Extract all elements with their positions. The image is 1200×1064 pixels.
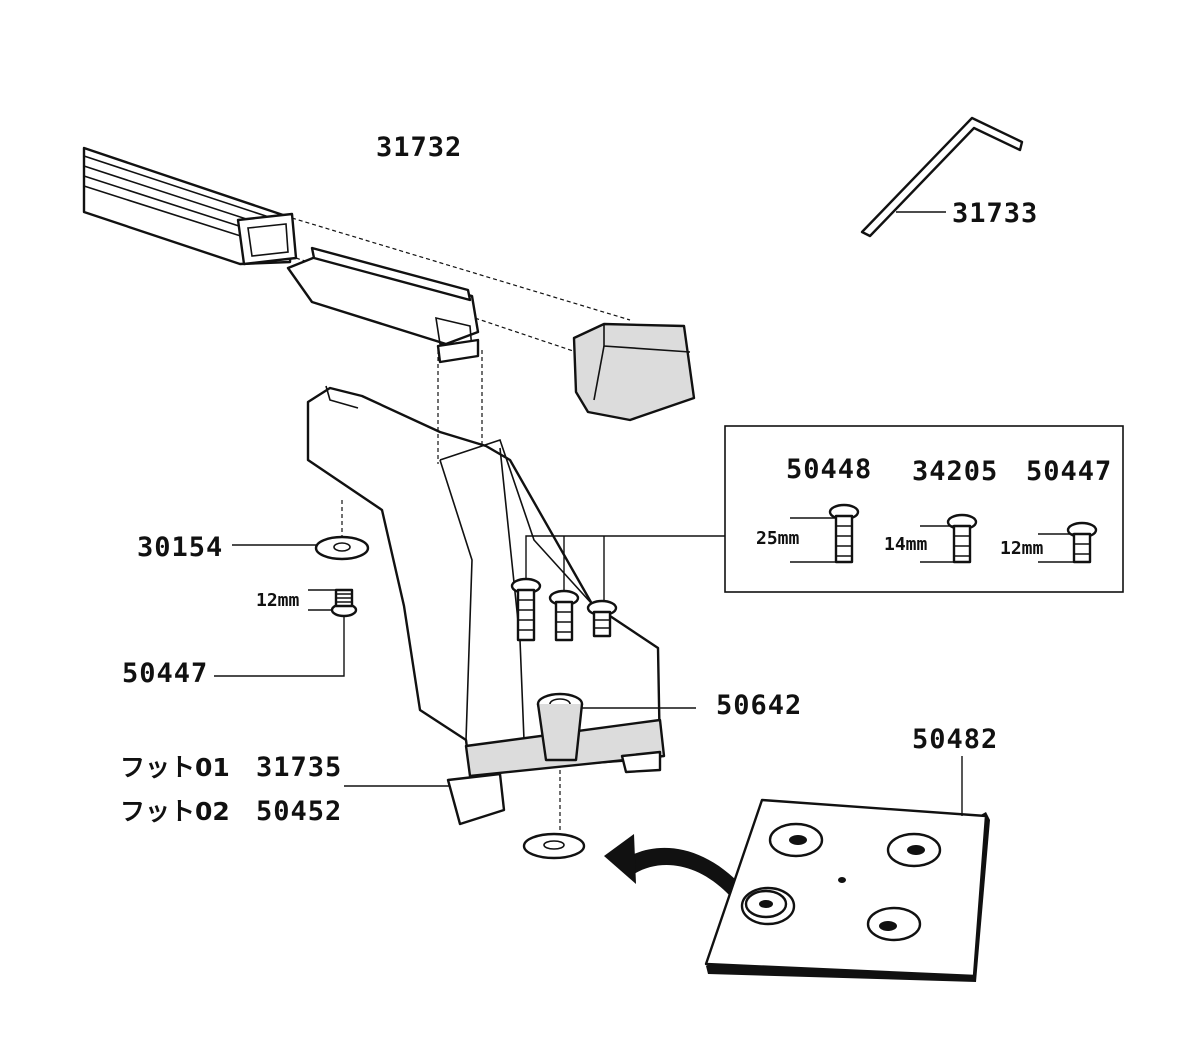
label-foot01-name: フット01 (120, 753, 230, 782)
washer-left (314, 500, 370, 561)
label-bolt-left: 50447 (122, 658, 208, 689)
bar-end-cap (572, 322, 696, 422)
label-foot02-name: フット02 (120, 797, 230, 826)
bolt-left (330, 588, 358, 618)
rubber-bush (536, 692, 584, 832)
hex-key (860, 116, 1024, 238)
label-bolt-len-2: 14mm (884, 534, 928, 555)
bar-adapter (286, 246, 480, 364)
foot-bolts (510, 577, 618, 642)
label-pad: 50482 (912, 724, 998, 755)
label-bar: 31732 (376, 132, 462, 163)
part-labels: 31732 31733 30154 12mm 50447 50642 50482… (120, 132, 1112, 827)
label-foot01-code: 31735 (256, 752, 342, 783)
label-bolt-len-1: 25mm (756, 528, 800, 549)
label-bush: 50642 (716, 690, 802, 721)
rubber-pad (704, 798, 990, 982)
bolt-spec-box (724, 425, 1124, 593)
washer-bottom (522, 832, 586, 860)
label-bolt-code-3: 50447 (1026, 456, 1112, 487)
label-bolt-left-len: 12mm (256, 590, 300, 611)
load-bar (82, 146, 631, 361)
label-washer: 30154 (137, 532, 223, 563)
label-bolt-len-3: 12mm (1000, 538, 1044, 559)
assembly-arrow-icon (604, 834, 744, 896)
label-foot02-code: 50452 (256, 796, 342, 827)
label-bolt-code-2: 34205 (912, 456, 998, 487)
label-bolt-code-1: 50448 (786, 454, 872, 485)
label-hex-key: 31733 (952, 198, 1038, 229)
roof-foot (306, 350, 666, 826)
leader-lines (214, 211, 963, 816)
